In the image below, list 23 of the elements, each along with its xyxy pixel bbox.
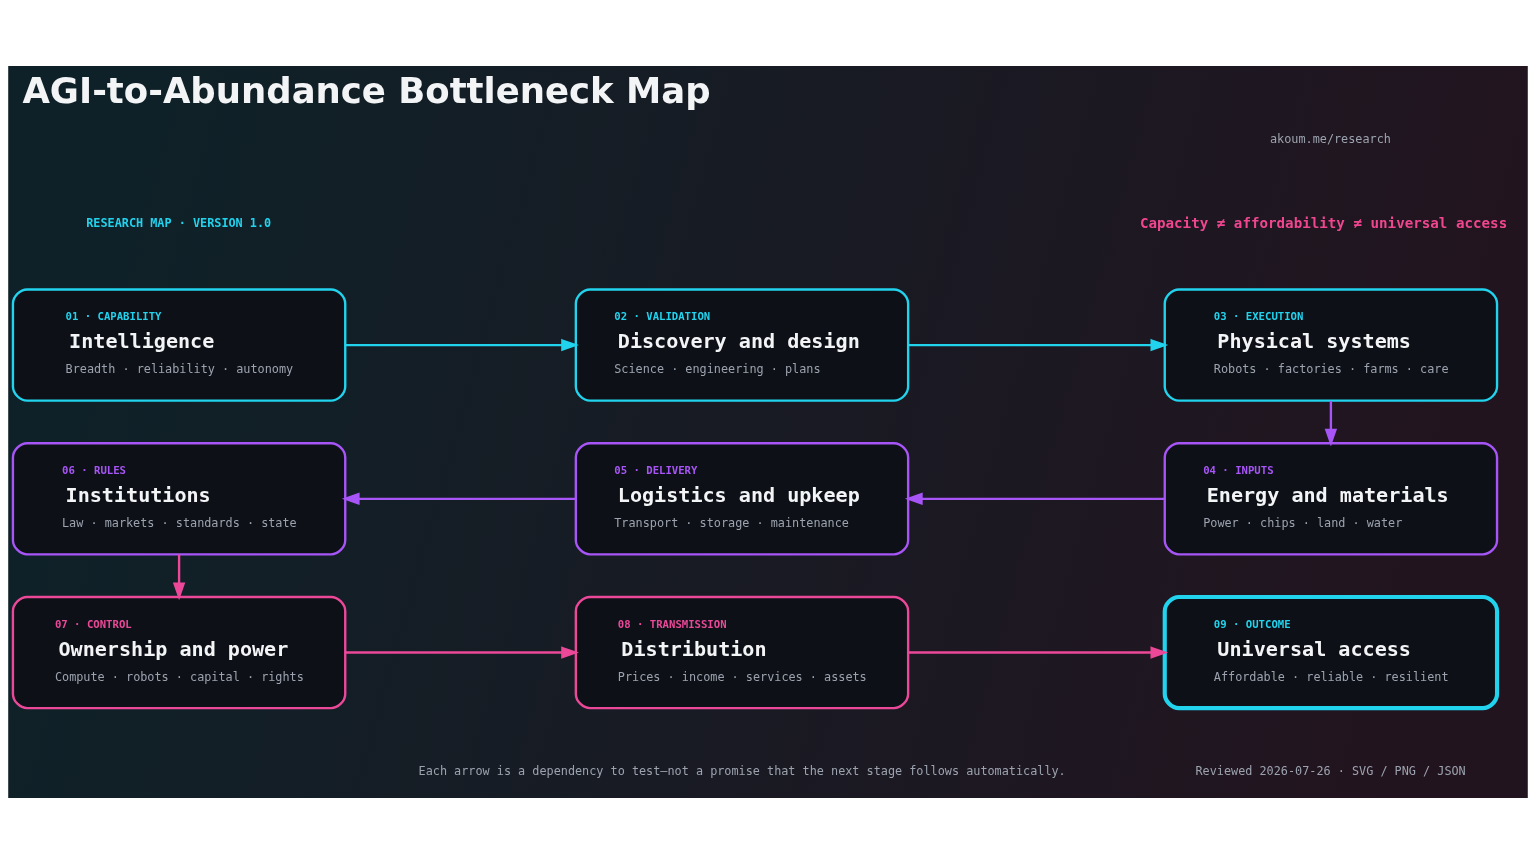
label: Each arrow is a dependency to test—not a promise that the next stage follows automatically. <box>418 763 1066 778</box>
node-box: 07 · CONTROL Ownership and power Compute · robots · capital · rights <box>11 595 347 710</box>
arrow <box>341 492 576 506</box>
arrow <box>908 338 1169 352</box>
node-box: 06 · RULES Institutions Law · markets · standards · state <box>11 442 347 556</box>
arrow <box>904 492 1165 506</box>
arrow <box>345 338 579 352</box>
arrow <box>172 554 186 601</box>
label: RESEARCH MAP · VERSION 1.0 <box>86 216 272 231</box>
node-box: 04 · INPUTS Energy and materials Power · chips · land · water <box>1163 442 1499 556</box>
arrow <box>345 646 579 659</box>
node-box: 08 · TRANSMISSION Distribution Prices · income · services · assets <box>574 595 910 710</box>
arrow <box>1324 400 1338 447</box>
node-box: 05 · DELIVERY Logistics and upkeep Transport · storage · maintenance <box>574 442 910 556</box>
node-box: 09 · OUTCOME Universal access Affordable · reliable · resilient <box>1162 594 1500 711</box>
node-box: 01 · CAPABILITY Intelligence Breadth · reliability · autonomy <box>11 288 347 402</box>
arrow <box>908 646 1169 659</box>
label: Capacity ≠ affordability ≠ universal access <box>1139 215 1508 232</box>
node-box: 02 · VALIDATION Discovery and design Science · engineering · plans <box>574 288 910 402</box>
node-box: 03 · EXECUTION Physical systems Robots · factories · farms · care <box>1163 288 1499 402</box>
diagram-title: AGI-to-Abundance Bottleneck Map <box>22 69 711 111</box>
label: akoum.me/research <box>1269 132 1391 147</box>
label: Reviewed 2026-07-26 · SVG / PNG / JSON <box>1195 763 1466 778</box>
